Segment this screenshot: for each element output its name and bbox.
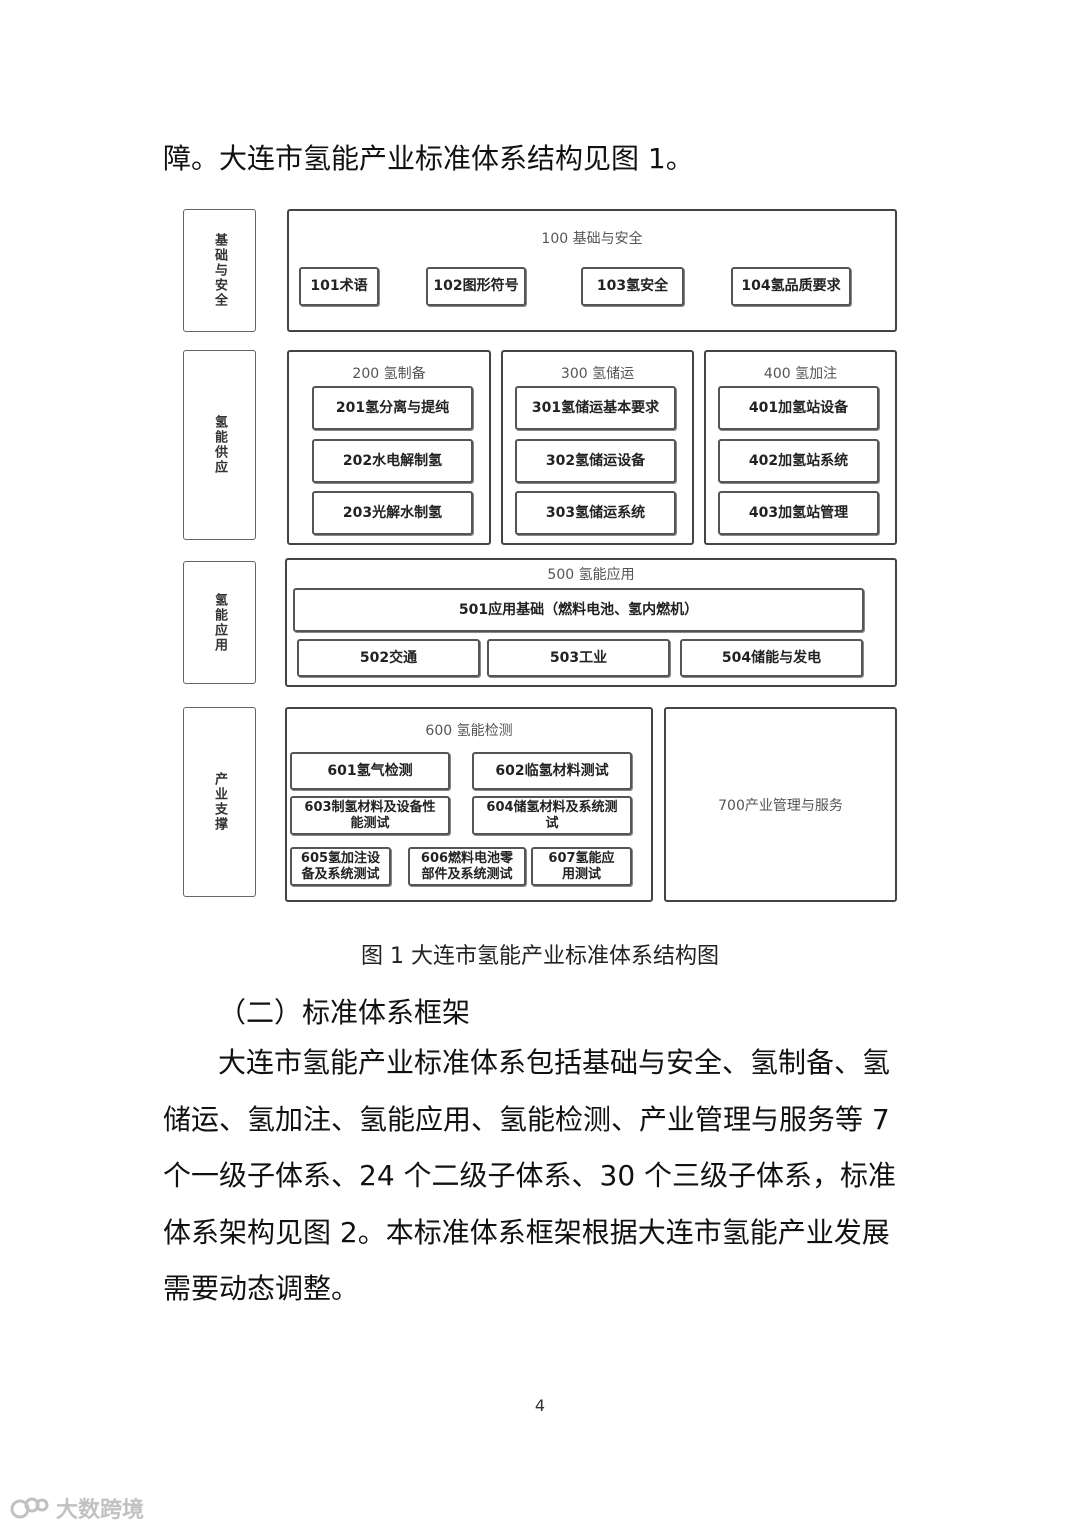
side-label-supply: 氢能供应 xyxy=(183,350,256,540)
group-700-title: 700产业管理与服务 xyxy=(718,797,843,814)
side-label-text: 氢能供应 xyxy=(212,415,227,475)
side-label-foundation: 基础与安全 xyxy=(183,209,256,332)
body-line-4: 体系架构见图 2。本标准体系框架根据大连市氢能产业发展 xyxy=(163,1216,890,1249)
body-line-1: 大连市氢能产业标准体系包括基础与安全、氢制备、氢 xyxy=(218,1046,891,1079)
group-300-title: 300 氢储运 xyxy=(560,366,635,382)
watermark: 大数跨境 xyxy=(10,1492,144,1524)
side-label-support: 产业支撑 xyxy=(183,707,256,897)
item-607: 607氢能应用测试 xyxy=(531,847,632,886)
side-label-application: 氢能应用 xyxy=(183,561,256,684)
side-label-text: 产业支撑 xyxy=(212,772,227,832)
body-line-5: 需要动态调整。 xyxy=(163,1272,360,1305)
item-503: 503工业 xyxy=(487,639,670,677)
item-104: 104氢品质要求 xyxy=(731,267,851,306)
item-103: 103氢安全 xyxy=(581,267,684,306)
group-400-title: 400 氢加注 xyxy=(763,366,838,382)
item-303: 303氢储运系统 xyxy=(515,491,676,535)
body-line-3: 个一级子体系、24 个二级子体系、30 个三级子体系，标准 xyxy=(163,1159,897,1192)
item-604: 604储氢材料及系统测试 xyxy=(472,796,632,835)
item-202: 202水电解制氢 xyxy=(312,439,473,483)
item-605: 605氢加注设备及系统测试 xyxy=(290,847,391,886)
item-403: 403加氢站管理 xyxy=(718,491,879,535)
item-603: 603制氢材料及设备性能测试 xyxy=(290,796,450,835)
group-100-title: 100 基础与安全 xyxy=(541,231,643,247)
watermark-logo-icon xyxy=(10,1497,49,1519)
item-302: 302氢储运设备 xyxy=(515,439,676,483)
section-heading: （二）标准体系框架 xyxy=(218,996,471,1029)
item-502: 502交通 xyxy=(297,639,480,677)
side-label-text: 基础与安全 xyxy=(212,233,227,308)
item-504: 504储能与发电 xyxy=(680,639,863,677)
watermark-text: 大数跨境 xyxy=(56,1498,145,1523)
figure-caption: 图 1 大连市氢能产业标准体系结构图 xyxy=(361,944,719,969)
group-500-title: 500 氢能应用 xyxy=(547,567,635,583)
item-101: 101术语 xyxy=(299,267,379,306)
item-203: 203光解水制氢 xyxy=(312,491,473,535)
item-606: 606燃料电池零部件及系统测试 xyxy=(408,847,526,886)
body-line-2: 储运、氢加注、氢能应用、氢能检测、产业管理与服务等 7 xyxy=(163,1103,890,1136)
item-402: 402加氢站系统 xyxy=(718,439,879,483)
item-401: 401加氢站设备 xyxy=(718,386,879,430)
item-601: 601氢气检测 xyxy=(290,752,450,790)
side-label-text: 氢能应用 xyxy=(212,592,227,653)
item-301: 301氢储运基本要求 xyxy=(515,386,676,430)
group-200-title: 200 氢制备 xyxy=(352,366,426,382)
intro-text: 障。大连市氢能产业标准体系结构见图 1。 xyxy=(163,142,694,175)
item-501: 501应用基础（燃料电池、氢内燃机） xyxy=(293,588,864,632)
group-600-title: 600 氢能检测 xyxy=(425,723,513,739)
item-602: 602临氢材料测试 xyxy=(472,752,632,790)
group-700: 700产业管理与服务 xyxy=(664,707,897,902)
item-201: 201氢分离与提纯 xyxy=(312,386,473,430)
page-number: 4 xyxy=(534,1396,546,1415)
item-102: 102图形符号 xyxy=(426,267,526,306)
